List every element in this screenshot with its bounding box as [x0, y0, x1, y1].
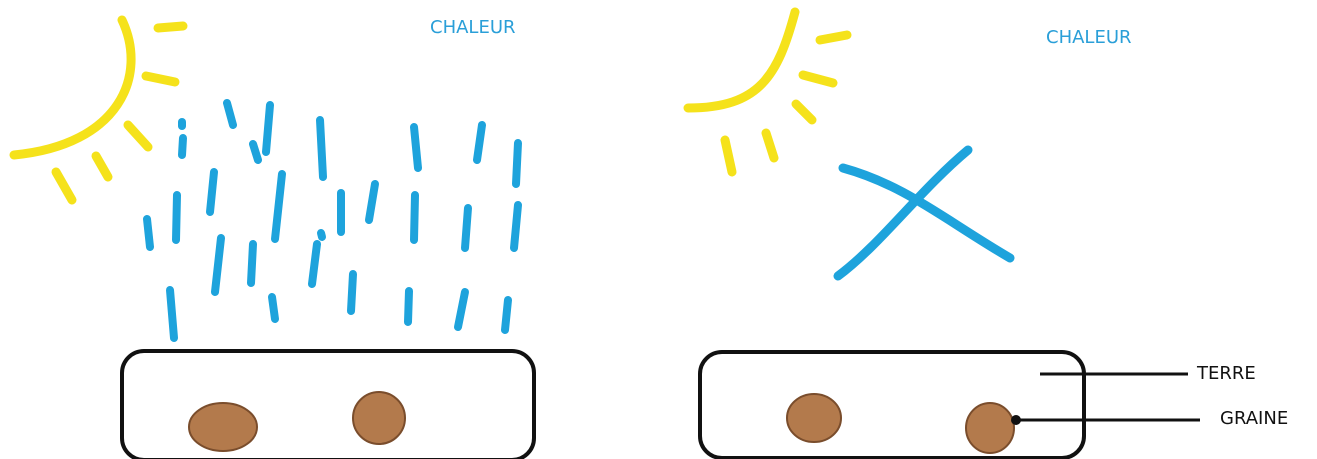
left-sun-ray: [128, 125, 148, 147]
rain-drop: [253, 144, 258, 160]
rain-drop: [251, 244, 253, 283]
left-sun-ray: [96, 156, 108, 177]
right-sun-ray: [803, 75, 833, 83]
rain-drop: [408, 291, 409, 322]
left-sun-ray: [56, 172, 72, 200]
right-soil-box: [700, 352, 1084, 458]
rain-drop: [516, 143, 518, 184]
right-sun-ray: [725, 140, 732, 172]
rain-drop: [266, 105, 270, 152]
right-sun: [688, 12, 847, 172]
left-seed-1: [189, 403, 257, 451]
right-sun-ray: [766, 133, 774, 158]
no-water-cross: [838, 150, 1010, 276]
left-sun-arc: [14, 20, 131, 155]
left-seed-2: [353, 392, 405, 444]
rain-drop: [321, 233, 322, 237]
rain-drop: [147, 219, 150, 247]
rain-drop: [458, 292, 465, 327]
rain-drop: [170, 290, 174, 338]
left-panel: [14, 20, 534, 459]
rain-drop: [369, 184, 375, 220]
rain-drop: [465, 208, 468, 248]
rain-drop: [477, 125, 482, 160]
rain-drop: [514, 205, 518, 248]
rain-drop: [176, 195, 177, 240]
graine-label: GRAINE: [1220, 409, 1288, 429]
rain-drop: [505, 300, 508, 330]
graine-callout-dot: [1011, 415, 1021, 425]
rain-drop: [414, 127, 418, 168]
rain-drop: [351, 274, 353, 311]
left-sun-ray: [158, 26, 183, 28]
rain-drop: [320, 120, 323, 177]
left-sun-ray: [146, 76, 175, 82]
rain-drop: [312, 244, 317, 284]
rain-drop: [275, 174, 282, 239]
right-sun-ray: [820, 35, 847, 40]
rain-drop: [272, 297, 275, 319]
rain-drop: [414, 195, 415, 240]
right-panel: [688, 12, 1200, 458]
terre-label: TERRE: [1197, 364, 1256, 384]
left-sun: [14, 20, 183, 200]
left-rain: [147, 103, 518, 338]
rain-drop: [182, 138, 183, 155]
right-seed-2: [966, 403, 1014, 453]
right-seed-1: [787, 394, 841, 442]
right-sun-ray: [796, 104, 812, 120]
right-heat-label: CHALEUR: [1046, 28, 1132, 48]
left-heat-label: CHALEUR: [430, 18, 516, 38]
left-soil-box: [122, 351, 534, 459]
rain-drop: [210, 172, 214, 212]
rain-drop: [215, 238, 221, 292]
rain-drop: [227, 103, 233, 125]
right-sun-arc: [688, 12, 795, 108]
